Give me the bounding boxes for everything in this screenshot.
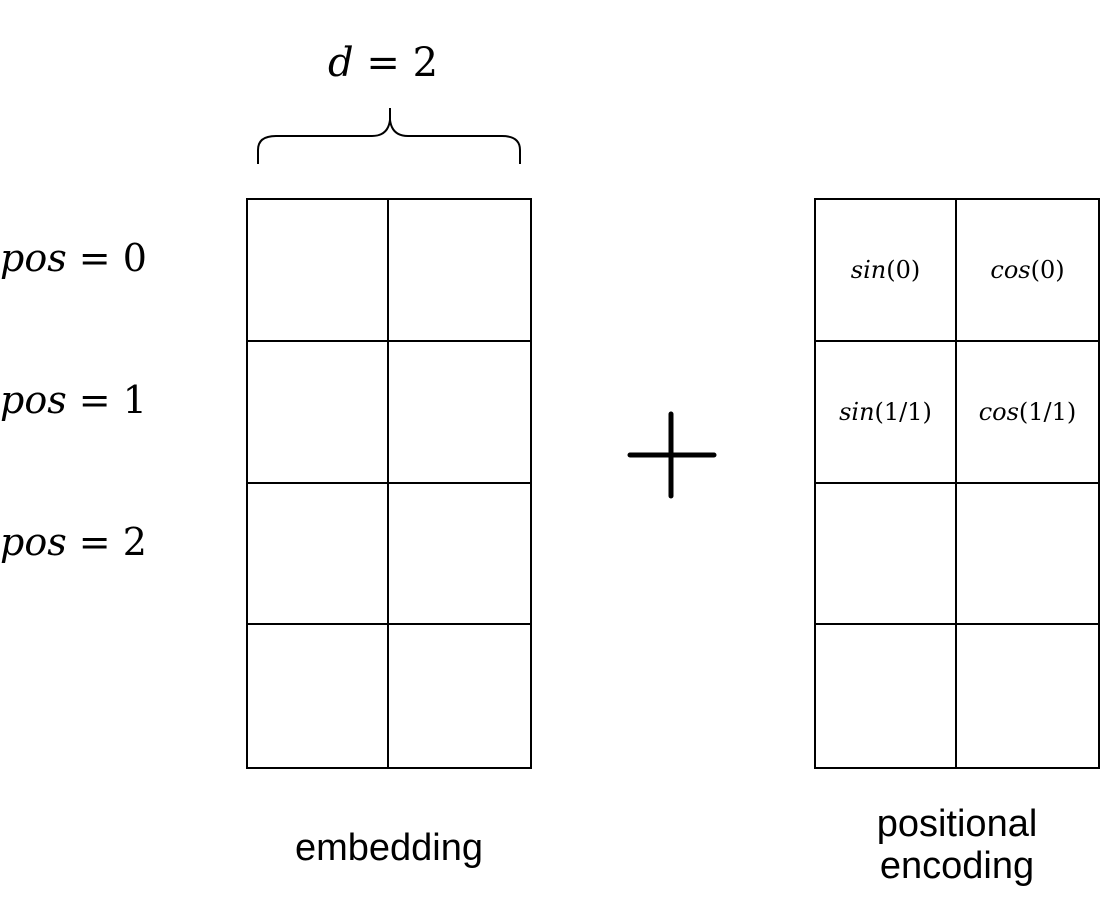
embedding-cell [389, 342, 530, 484]
embedding-label: embedding [294, 827, 484, 869]
embedding-matrix [246, 198, 532, 769]
embedding-cell [248, 200, 389, 342]
plus-icon [627, 411, 717, 499]
embedding-cell [248, 483, 389, 626]
dimension-equals: = [353, 40, 413, 86]
dimension-label: d = 2 [328, 40, 438, 86]
embedding-cell [248, 341, 389, 484]
pe-cell [816, 483, 957, 626]
pe-cell: cos(0) [957, 200, 1098, 342]
pos-label-0: pos = 0 [0, 236, 147, 280]
positional-encoding-label: positional encoding [814, 803, 1100, 888]
positional-encoding-label-line1: positional [876, 803, 1038, 845]
pe-cell [816, 625, 957, 767]
embedding-cell [389, 484, 530, 626]
embedding-cell [389, 200, 530, 342]
pe-cell: sin(0) [816, 200, 957, 342]
embedding-cell [389, 625, 530, 767]
pe-cell: cos(1/1) [957, 342, 1098, 484]
dimension-value: 2 [412, 40, 439, 86]
positional-encoding-matrix: sin(0) cos(0) sin(1/1) cos(1/1) [814, 198, 1100, 769]
embedding-cell [248, 625, 389, 767]
pe-cell [957, 484, 1098, 626]
pos-label-1: pos = 1 [0, 378, 147, 422]
pos-label-2: pos = 2 [0, 520, 147, 564]
pe-cell [957, 625, 1098, 767]
positional-encoding-label-line2: encoding [879, 844, 1035, 887]
pe-cell: sin(1/1) [816, 341, 957, 484]
dimension-var: d [328, 40, 354, 86]
curly-brace-icon [257, 108, 521, 164]
